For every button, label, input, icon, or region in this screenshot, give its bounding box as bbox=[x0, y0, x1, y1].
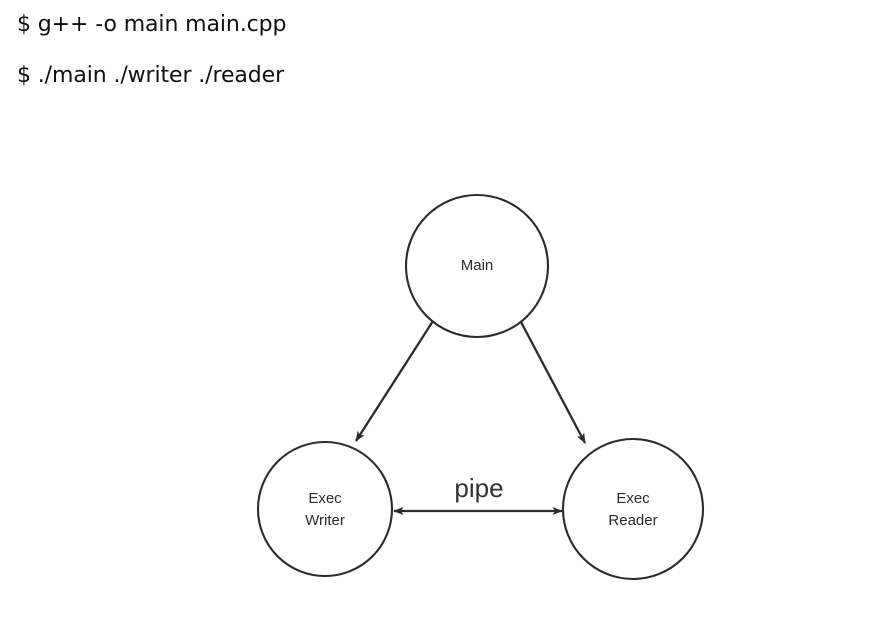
node-exec-writer-label-line2: Writer bbox=[305, 512, 345, 529]
node-main-label: Main bbox=[461, 257, 494, 274]
node-exec-reader-label-line1: Exec bbox=[616, 490, 650, 507]
node-exec-writer-circle[interactable] bbox=[256, 440, 394, 578]
edge-main-to-writer bbox=[355, 320, 434, 442]
edge-main-to-reader bbox=[519, 321, 587, 444]
node-exec-reader[interactable]: Exec Reader bbox=[561, 437, 705, 581]
node-exec-reader-circle[interactable] bbox=[561, 437, 705, 581]
node-exec-writer-label-line1: Exec bbox=[308, 490, 342, 507]
terminal-command-line-2: $ ./main ./writer ./reader bbox=[17, 63, 285, 88]
terminal-command-line-1: $ g++ -o main main.cpp bbox=[17, 12, 287, 37]
edge-label-pipe: pipe bbox=[454, 473, 503, 503]
node-exec-writer[interactable]: Exec Writer bbox=[256, 440, 394, 578]
node-main[interactable]: Main bbox=[404, 193, 550, 339]
terminal-command-block: $ g++ -o main main.cpp $ ./main ./writer… bbox=[17, 14, 517, 87]
node-exec-reader-label-line2: Reader bbox=[608, 512, 657, 529]
node-main-circle[interactable] bbox=[404, 193, 550, 339]
